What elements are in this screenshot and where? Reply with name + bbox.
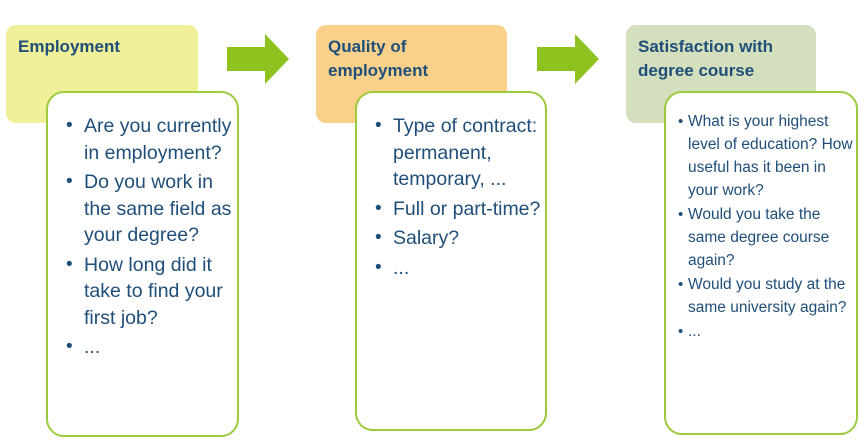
- employment-list: Are you currently in employment? Do you …: [66, 113, 238, 364]
- arrow-right-icon: [537, 34, 599, 84]
- employment-title: Employment: [18, 37, 121, 56]
- list-item: ...: [66, 334, 238, 361]
- quality-title: Quality of employment: [328, 37, 429, 80]
- quality-box: Type of contract: permanent, temporary, …: [355, 91, 547, 431]
- list-item: ...: [678, 320, 854, 343]
- list-item: Do you work in the same field as your de…: [66, 169, 238, 249]
- list-item: ...: [375, 255, 547, 282]
- list-item: Would you study at the same university a…: [678, 273, 854, 319]
- satisfaction-title: Satisfaction with degree course: [638, 37, 774, 80]
- arrow-right-icon: [227, 34, 289, 84]
- employment-box: Are you currently in employment? Do you …: [46, 91, 239, 437]
- list-item: Salary?: [375, 225, 547, 252]
- list-item: Type of contract: permanent, temporary, …: [375, 113, 547, 193]
- list-item: Full or part-time?: [375, 196, 547, 223]
- list-item: Are you currently in employment?: [66, 113, 238, 166]
- list-item: What is your highest level of education?…: [678, 110, 854, 202]
- satisfaction-box: What is your highest level of education?…: [664, 91, 858, 435]
- satisfaction-list: What is your highest level of education?…: [678, 110, 854, 344]
- quality-list: Type of contract: permanent, temporary, …: [375, 113, 547, 284]
- list-item: Would you take the same degree course ag…: [678, 203, 854, 272]
- list-item: How long did it take to find your first …: [66, 252, 238, 332]
